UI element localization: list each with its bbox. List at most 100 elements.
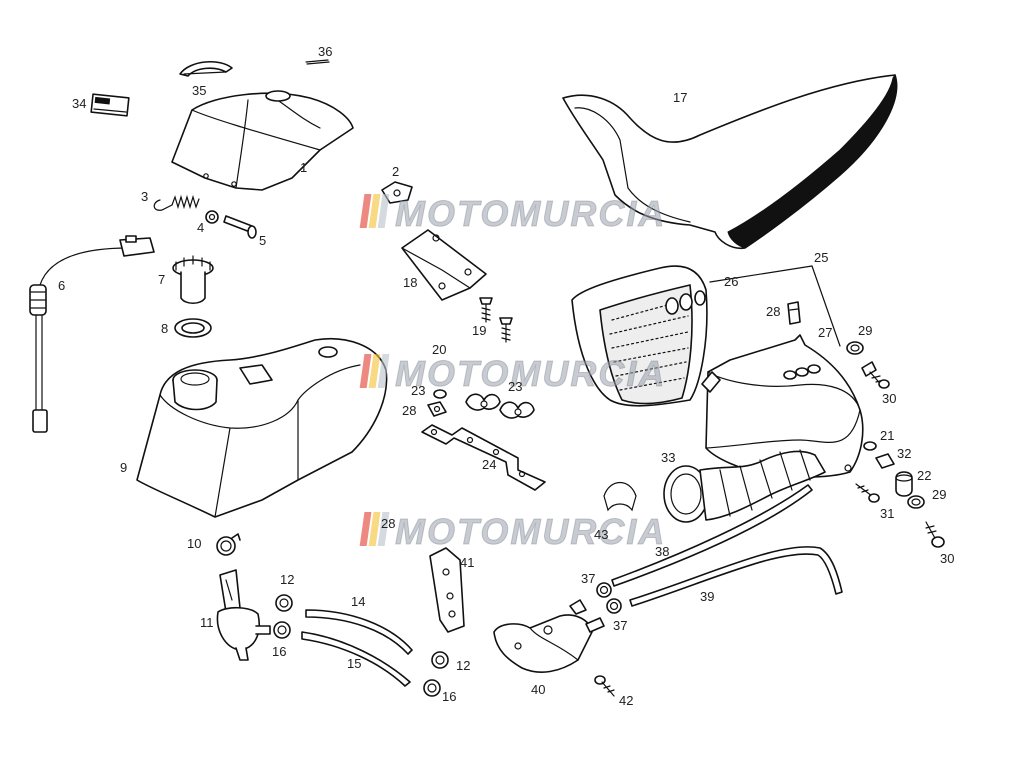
label-8: 8 — [161, 321, 168, 336]
svg-text:MOTOMURCIA: MOTOMURCIA — [395, 353, 666, 394]
label-43: 43 — [594, 527, 608, 542]
clip-28-right — [787, 301, 801, 325]
label-37-top: 37 — [581, 571, 595, 586]
label-37-bottom: 37 — [613, 618, 627, 633]
hose-14 — [305, 609, 413, 655]
label-34: 34 — [72, 96, 86, 111]
label-12-left: 12 — [280, 572, 294, 587]
leader-lines-25 — [709, 265, 841, 347]
label-35: 35 — [192, 83, 206, 98]
label-24: 24 — [482, 457, 496, 472]
watermark-bottom: MOTOMURCIA — [359, 511, 666, 553]
hose-38 — [611, 484, 813, 587]
label-11: 11 — [200, 615, 214, 630]
washer-21 — [863, 441, 877, 451]
screw-19-b — [499, 317, 513, 343]
hose-15 — [301, 631, 411, 687]
label-9: 9 — [120, 460, 127, 475]
grommet-29-bottom — [907, 495, 925, 509]
screw-31 — [855, 483, 880, 503]
label-15: 15 — [347, 656, 361, 671]
bolt-30-top — [861, 361, 890, 389]
hose-39 — [629, 546, 843, 607]
label-20: 20 — [432, 342, 446, 357]
tank-cover — [171, 90, 354, 191]
fuel-cap-7 — [172, 255, 214, 305]
label-7: 7 — [158, 272, 165, 287]
label-14: 14 — [351, 594, 365, 609]
svg-text:MOTOMURCIA: MOTOMURCIA — [395, 193, 666, 234]
label-3: 3 — [141, 189, 148, 204]
label-18: 18 — [403, 275, 417, 290]
grommet-22 — [895, 471, 913, 497]
clamp-12-left — [275, 594, 293, 612]
sticker-34 — [90, 93, 130, 117]
label-4: 4 — [197, 220, 204, 235]
label-26: 26 — [724, 274, 738, 289]
label-19: 19 — [472, 323, 486, 338]
bracket-24 — [421, 424, 546, 491]
pin-5 — [223, 215, 257, 239]
grommet-29-top — [846, 341, 864, 355]
clamp-16-left — [273, 621, 291, 639]
label-30-bottom: 30 — [940, 551, 954, 566]
bracket-41 — [429, 547, 465, 633]
label-21: 21 — [880, 428, 894, 443]
clamp-10 — [216, 533, 241, 556]
svg-text:MOTOMURCIA: MOTOMURCIA — [395, 511, 666, 552]
label-25: 25 — [814, 250, 828, 265]
bolt-30-bottom — [925, 521, 945, 548]
wingnut-23-right — [499, 401, 535, 419]
clip-43 — [603, 481, 637, 512]
label-31: 31 — [880, 506, 894, 521]
label-40: 40 — [531, 682, 545, 697]
label-32: 32 — [897, 446, 911, 461]
label-1: 1 — [300, 160, 307, 175]
spring-3 — [153, 194, 200, 211]
valve-40 — [493, 599, 605, 673]
label-28-bottom: 28 — [381, 516, 395, 531]
label-42: 42 — [619, 693, 633, 708]
air-filter-26 — [571, 265, 708, 407]
nut-28-center — [427, 401, 447, 417]
screw-19-a — [479, 297, 493, 323]
label-27: 27 — [818, 325, 832, 340]
label-23-right: 23 — [508, 379, 522, 394]
watermark-top: MOTOMURCIA — [359, 193, 666, 235]
fuel-sensor-6 — [29, 235, 155, 433]
label-29-bottom: 29 — [932, 487, 946, 502]
bracket-18 — [401, 229, 487, 301]
screw-42 — [594, 675, 615, 697]
fuel-tank-9 — [136, 338, 388, 518]
label-28-right: 28 — [766, 304, 780, 319]
label-10: 10 — [187, 536, 201, 551]
label-39: 39 — [700, 589, 714, 604]
label-29-top: 29 — [858, 323, 872, 338]
label-30-top: 30 — [882, 391, 896, 406]
sticker-36 — [305, 59, 330, 65]
label-41: 41 — [460, 555, 474, 570]
label-28-center: 28 — [402, 403, 416, 418]
clamp-12-right — [431, 651, 449, 669]
label-36: 36 — [318, 44, 332, 59]
gasket-35 — [179, 61, 233, 77]
bracket-2 — [381, 181, 413, 204]
label-38: 38 — [655, 544, 669, 559]
watermark-middle: MOTOMURCIA — [359, 353, 666, 395]
part-labels: 1 2 3 4 5 6 7 8 9 10 11 12 12 14 15 16 1… — [58, 44, 954, 708]
label-17: 17 — [673, 90, 687, 105]
nut-4 — [205, 210, 219, 224]
ring-8 — [174, 318, 212, 338]
clamp-16-right — [423, 679, 441, 697]
label-16-left: 16 — [272, 644, 286, 659]
label-12-right: 12 — [456, 658, 470, 673]
label-2: 2 — [392, 164, 399, 179]
label-16-right: 16 — [442, 689, 456, 704]
filter-mesh — [609, 299, 689, 391]
label-23-left: 23 — [411, 383, 425, 398]
wingnut-23-left — [465, 393, 501, 411]
intake-duct-33 — [663, 449, 826, 523]
label-6: 6 — [58, 278, 65, 293]
washer-20 — [433, 389, 447, 399]
